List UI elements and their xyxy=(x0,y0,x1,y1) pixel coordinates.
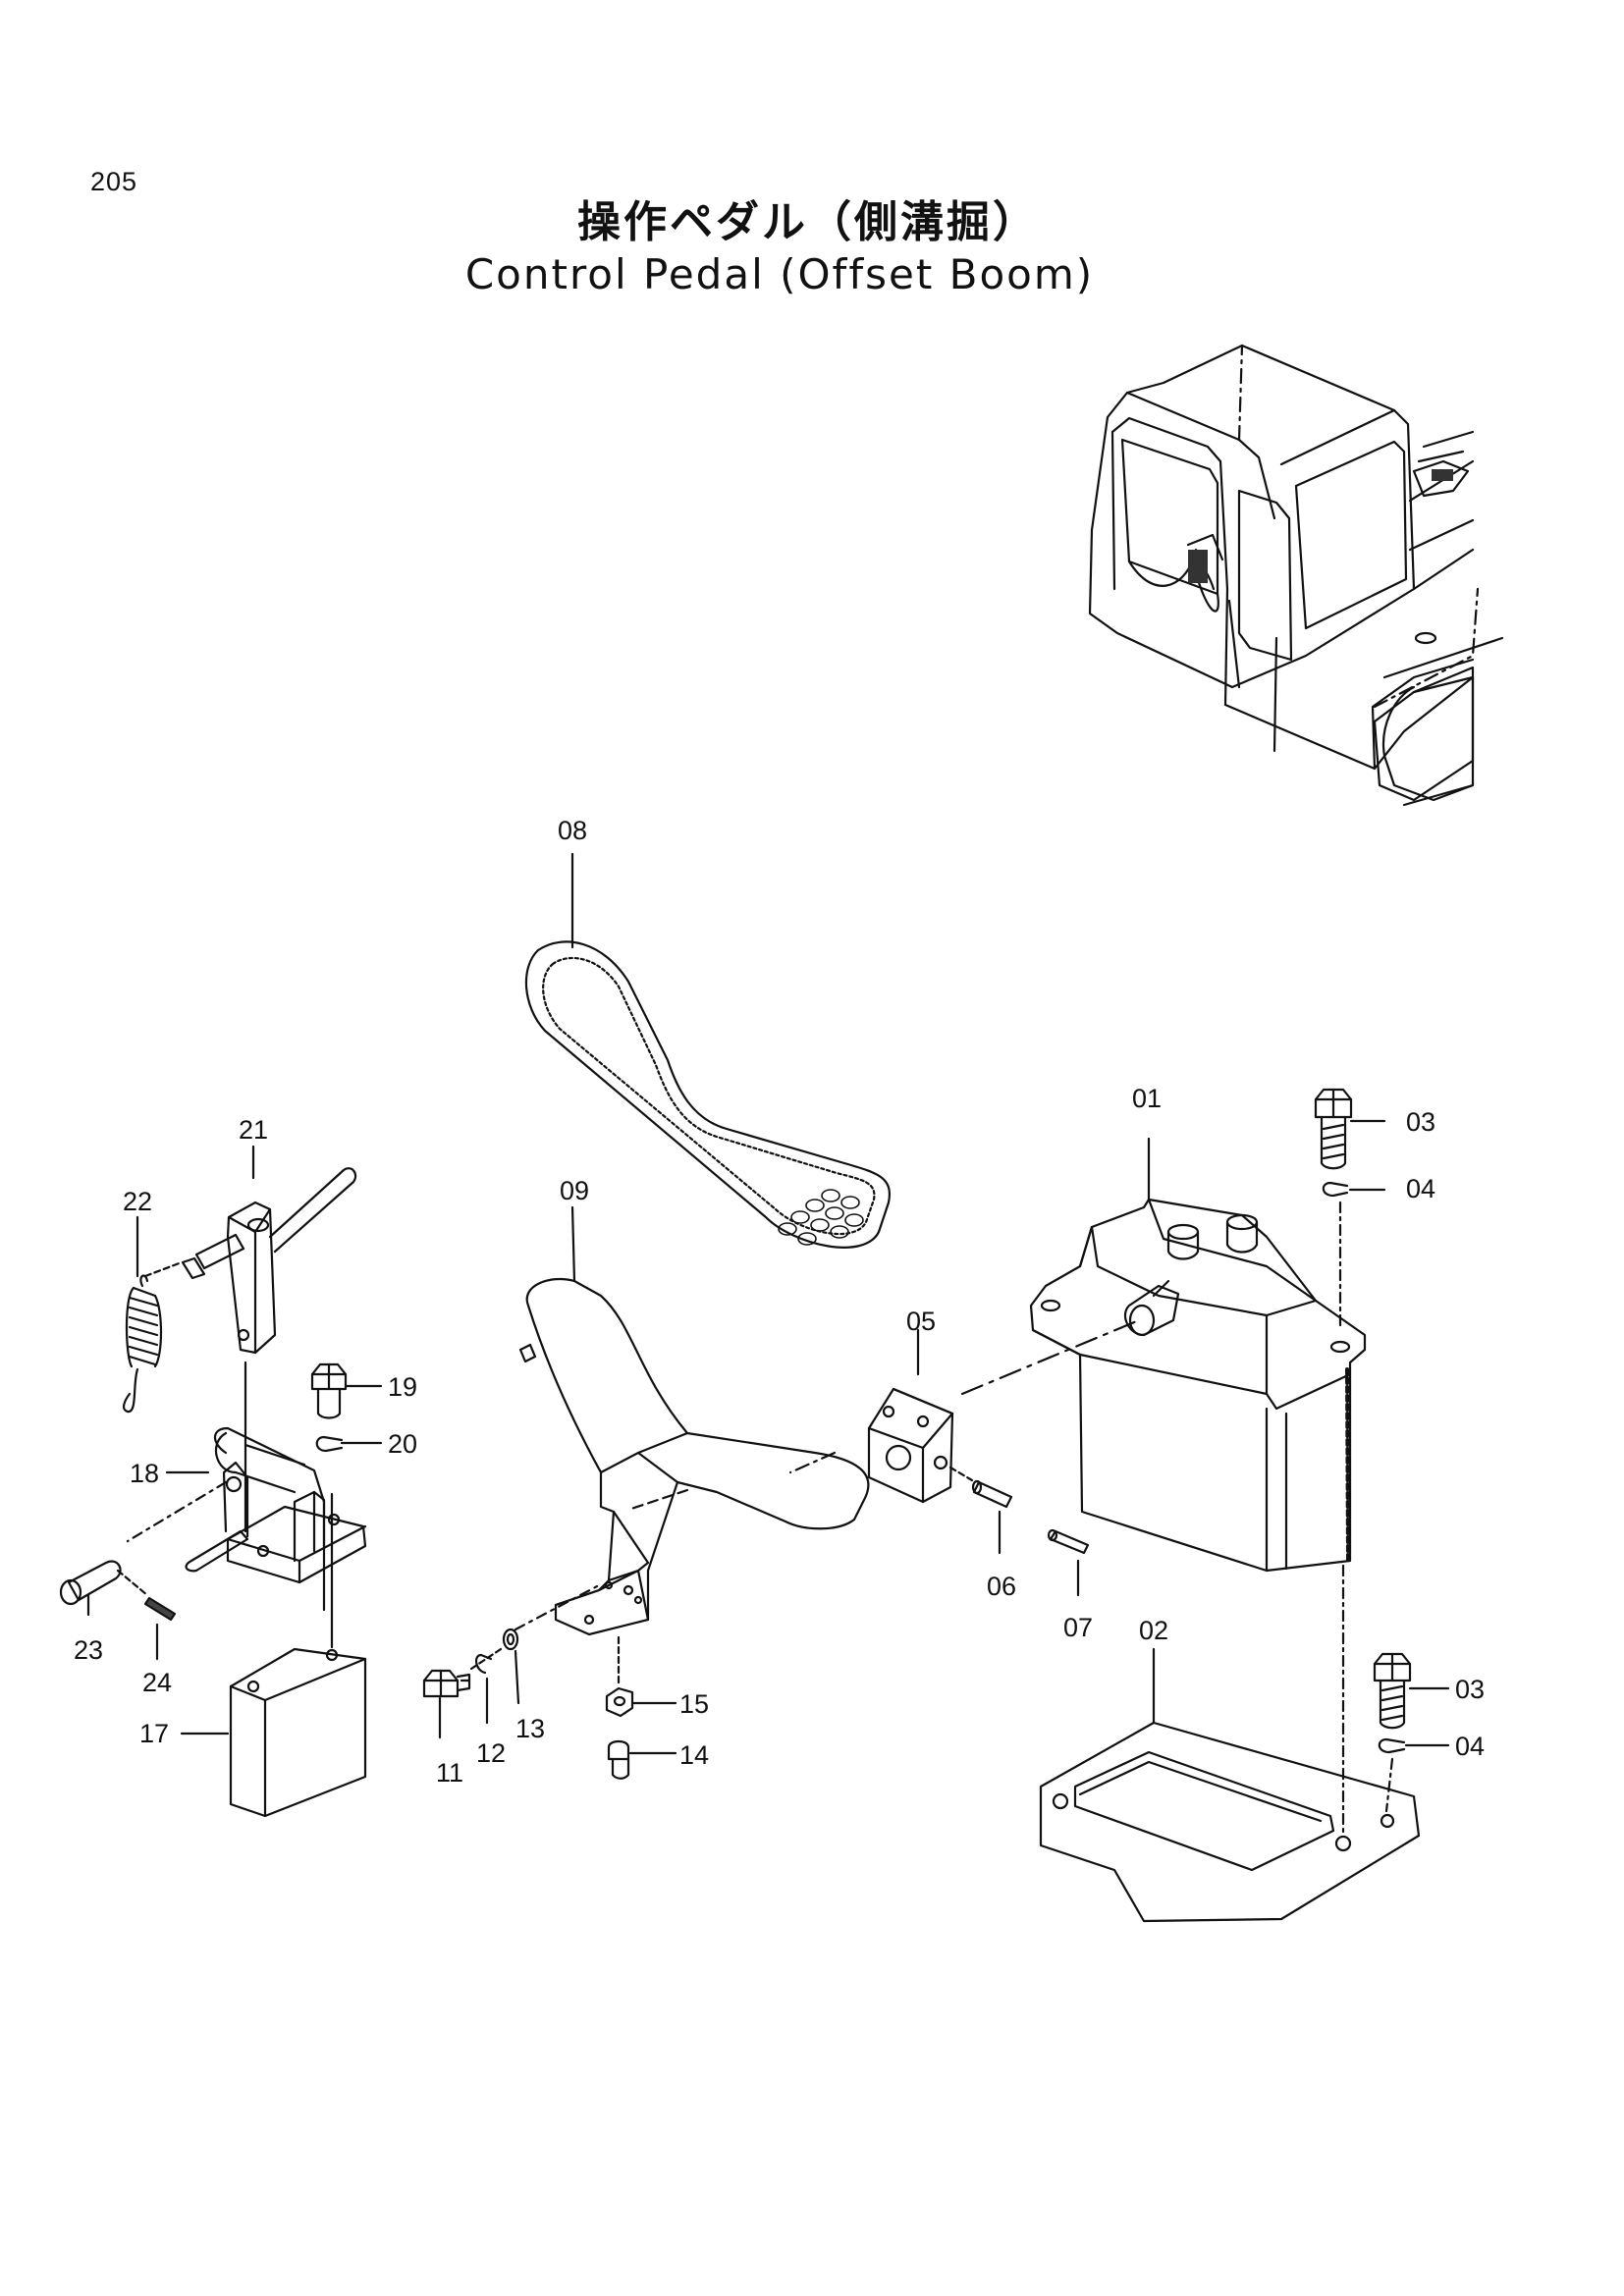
part-02-plate xyxy=(1039,1647,1421,1923)
part-19-20-bolt-washer xyxy=(310,1362,383,1453)
label-03-lower: 03 xyxy=(1455,1675,1485,1704)
label-24: 24 xyxy=(142,1668,172,1697)
part-17-stopper-block xyxy=(180,1492,367,1818)
title-japanese: 操作ペダル（側溝掘） xyxy=(0,187,1624,249)
part-03-04-upper xyxy=(1314,1088,1386,1327)
label-17: 17 xyxy=(139,1719,169,1748)
title-japanese-text: 操作ペダル（側溝掘） xyxy=(577,197,1039,247)
label-03-upper: 03 xyxy=(1406,1107,1435,1137)
label-07: 07 xyxy=(1063,1613,1093,1642)
label-14: 14 xyxy=(679,1740,709,1770)
label-11: 11 xyxy=(436,1758,463,1788)
part-08-pedal-cover xyxy=(524,852,892,1249)
cab-locator-illustration xyxy=(1088,344,1504,807)
part-22-spring xyxy=(122,1215,184,1414)
parts-11-15-hardware xyxy=(422,1583,677,1780)
label-02: 02 xyxy=(1139,1616,1168,1645)
part-06-07-pins xyxy=(948,1466,1090,1597)
label-15: 15 xyxy=(679,1689,709,1719)
label-23: 23 xyxy=(74,1635,103,1665)
label-08: 08 xyxy=(558,816,587,845)
label-06: 06 xyxy=(987,1572,1016,1601)
label-05: 05 xyxy=(906,1307,936,1336)
label-01: 01 xyxy=(1132,1084,1162,1113)
label-21: 21 xyxy=(239,1115,268,1145)
part-21-lever xyxy=(181,1145,357,1533)
label-04-lower: 04 xyxy=(1455,1732,1485,1761)
part-18-bracket xyxy=(126,1426,367,1612)
part-01-control-valve xyxy=(1029,1137,1367,1573)
label-20: 20 xyxy=(388,1429,417,1459)
label-18: 18 xyxy=(130,1459,159,1488)
title-english: Control Pedal (Offset Boom) xyxy=(0,250,1624,298)
label-19: 19 xyxy=(388,1372,417,1402)
label-22: 22 xyxy=(123,1187,152,1216)
label-04-upper: 04 xyxy=(1406,1174,1435,1203)
part-number-labels: 01 02 03 04 05 06 07 08 09 11 12 13 14 1… xyxy=(74,816,1485,1788)
part-09-pedal xyxy=(518,1205,870,1636)
page-number: 205 xyxy=(90,167,138,196)
part-03-04-lower xyxy=(1341,1564,1450,1838)
label-13: 13 xyxy=(515,1714,545,1743)
title-english-text: Control Pedal (Offset Boom) xyxy=(464,250,1095,298)
label-12: 12 xyxy=(476,1738,506,1768)
part-05-block xyxy=(788,1318,1141,1504)
part-23-24-pin-cotter xyxy=(59,1560,177,1661)
label-09: 09 xyxy=(560,1176,589,1205)
